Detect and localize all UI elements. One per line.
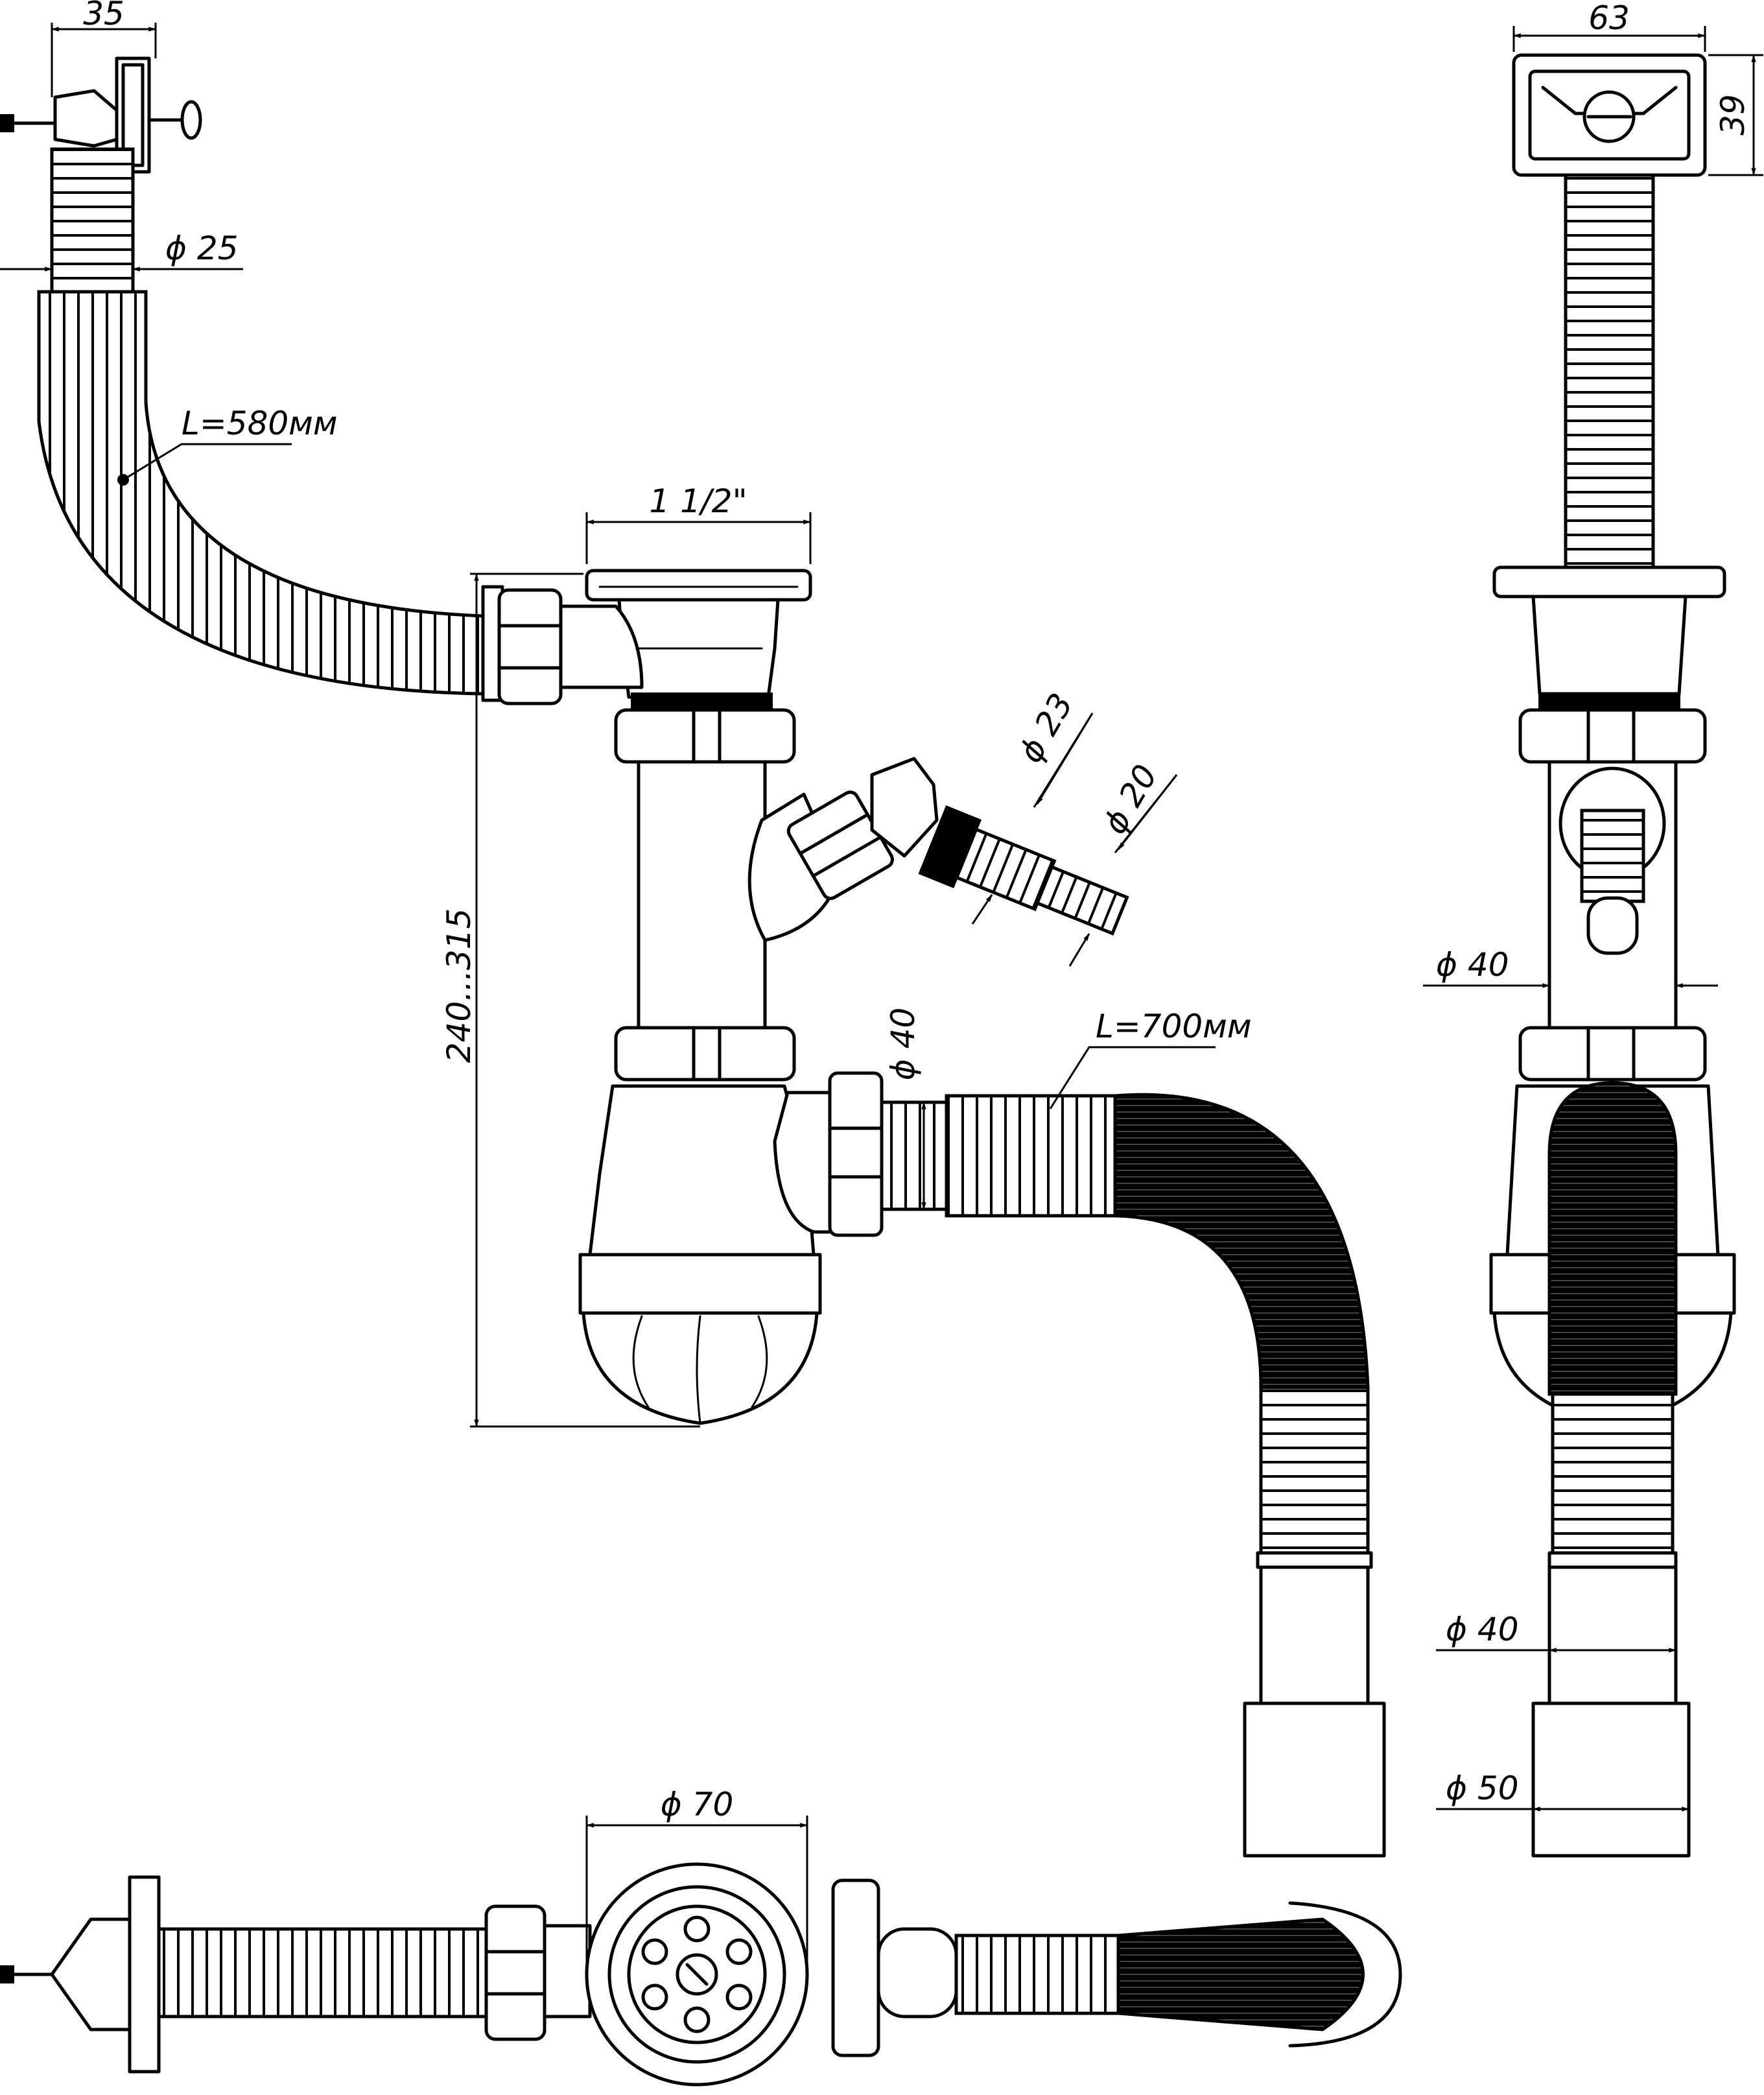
dimensions: 35 ϕ 25 L=580мм 1 1/2" 240...315 ϕ 23 ϕ …: [0, 0, 1763, 1971]
side-seal-ring: [1538, 692, 1680, 709]
side-lower-nut: [1518, 1026, 1707, 1082]
nozzle-d20: [1035, 864, 1129, 936]
drain-hose-lower: [1259, 1386, 1370, 1555]
overflow-hose-straight: [50, 147, 135, 294]
dim-d23-label: ϕ 23: [1011, 687, 1080, 769]
outlet-short-pipe: [880, 1100, 948, 1211]
overflow-connector-nut: [497, 588, 563, 705]
trap-cup-ribs: [632, 1315, 768, 1425]
top-overflow-flange: [128, 1875, 161, 2074]
dim-d20-label: ϕ 20: [1096, 759, 1164, 840]
nut-rib: [798, 812, 869, 855]
dim-39-label: 39: [1714, 94, 1752, 136]
dim-height-label: 240...315: [440, 908, 478, 1063]
drain-hose-straight: [945, 1094, 1117, 1218]
top-overflow-nut: [484, 1904, 547, 2041]
top-outlet-elbow: [876, 1927, 958, 2018]
drain-hose-bend: [1113, 1093, 1370, 1390]
drain-hose-700: [945, 1093, 1386, 1858]
dim-thread-label: 1 1/2": [649, 482, 747, 520]
drain-adapter-d50: [1243, 1701, 1386, 1858]
dim-l580-leader: [123, 443, 292, 481]
siphon-vertical-pipe: [637, 760, 767, 1030]
screw-slot: [685, 1963, 709, 1986]
trap-cup-bottom: [582, 1311, 819, 1425]
top-overflow-plug: [50, 1917, 138, 2031]
siphon-front: [481, 569, 1129, 1425]
top-drain-hose-bend: [1116, 1917, 1365, 2031]
dim-side-d50-label: ϕ 50: [1446, 1770, 1519, 1807]
dim-l700-leader: [1049, 1046, 1216, 1109]
overflow-hose-bend: [37, 290, 485, 696]
dim-d23-arrow: [971, 894, 993, 925]
side-adapter-d50: [1531, 1701, 1691, 1858]
top-adapter-rim: [1288, 1901, 1402, 2048]
dim-d40-label: ϕ 40: [884, 1008, 922, 1081]
side-branch-nozzle: [1580, 809, 1645, 903]
dim-35-label: 35: [83, 0, 124, 32]
strainer-flange: [585, 569, 812, 602]
side-hose-collar: [1547, 1551, 1678, 1569]
nut-rib: [811, 835, 882, 878]
strainer-seal-ring: [631, 692, 773, 709]
top-overflow-hose: [157, 1927, 488, 2018]
drain-hose-collar: [1256, 1551, 1373, 1569]
dim-d23-arrow-top: [1036, 713, 1094, 805]
appliance-elbow: [870, 757, 939, 858]
upper-union-nut: [614, 708, 796, 764]
overflow-bolt-head: [180, 100, 202, 140]
dim-d25-label: ϕ 25: [165, 230, 239, 267]
top-drain-hose: [954, 1934, 1120, 2015]
top-outlet-nut: [831, 1878, 880, 2057]
side-adapter-d40: [1547, 1565, 1678, 1705]
trap-outlet-socket: [773, 1091, 838, 1234]
trap-cup-ring: [578, 1253, 822, 1315]
dim-l580-label: L=580мм: [182, 405, 338, 442]
dim-d20-arrow: [1068, 932, 1090, 967]
top-overflow-tee: [543, 1924, 592, 2018]
side-overflow-hose: [1564, 173, 1655, 569]
side-view: [1489, 53, 1736, 1858]
side-drain-hose: [1547, 1081, 1678, 1396]
overflow-inlet-tee: [559, 604, 644, 689]
lower-union-nut: [614, 1026, 796, 1082]
top-view: [0, 1862, 1402, 2087]
side-nozzle-end: [1586, 896, 1639, 955]
overflow-plug-body: [53, 89, 119, 148]
dim-d20-arrow-top: [1117, 774, 1178, 850]
side-strainer-flange: [1492, 565, 1726, 598]
screw-thread-end: [0, 114, 14, 132]
top-screw-end: [0, 1965, 14, 1983]
side-strainer-neck: [1531, 595, 1688, 696]
side-hose-lower: [1551, 1392, 1675, 1555]
outlet-union-nut: [828, 1071, 884, 1237]
dim-63-label: 63: [1588, 0, 1630, 37]
dim-side-d40b-label: ϕ 40: [1446, 1611, 1519, 1648]
drain-adapter-d40: [1259, 1565, 1370, 1705]
dim-side-d40-label: ϕ 40: [1436, 946, 1509, 984]
dim-d70-label: ϕ 70: [661, 1786, 734, 1823]
side-upper-nut: [1518, 708, 1707, 764]
dim-l700-label: L=700мм: [1096, 1008, 1252, 1045]
strainer-holes: [641, 1915, 753, 2033]
